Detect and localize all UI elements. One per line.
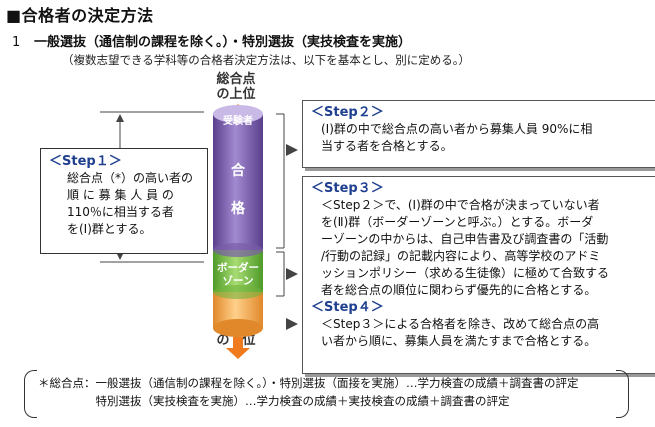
footnote-right-bracket	[616, 370, 629, 418]
step4-body: ＜Step３＞による合格者を除き、改めて総合点の高 い者から順に、募集人員を満た…	[321, 317, 600, 348]
step3-body: ＜Step２＞で、(Ⅰ)群の中で合格が決まっていない者 を(Ⅱ)群（ボーダーゾー…	[321, 198, 610, 297]
step1-heading: ＜Step１＞	[49, 154, 122, 169]
footnote: ＊総合点：一般選抜（通信制の課程を除く。）・特別選抜（面接を実施）…学力検査の成…	[24, 370, 629, 418]
step2-heading: ＜Step２＞	[311, 105, 384, 120]
pass-label-1: 合	[231, 163, 245, 179]
section-title: 一般選抜（通信制の課程を除く。）・特別選抜（実技検査を実施）	[34, 35, 412, 50]
applicant-cylinder	[213, 105, 263, 337]
step2-box: ＜Step２＞ (Ⅰ)群の中で総合点の高い者から募集人員 90%に相 当する者を…	[302, 100, 655, 168]
border-zone-label: ボーダー ゾーン	[217, 262, 259, 287]
step1-body: 総合点（*）の高い者の 順 に 募 集 人 員 の 110％に相当する者 を(Ⅰ…	[67, 171, 194, 236]
section-number: 1	[12, 35, 21, 50]
step3-heading: ＜Step３＞	[311, 181, 384, 196]
top-rank-label: 総合点 の上位	[216, 72, 256, 102]
step3-step4-box: ＜Step３＞ ＜Step２＞で、(Ⅰ)群の中で合格が決まっていない者 を(Ⅱ)…	[302, 176, 655, 374]
step4-heading: ＜Step４＞	[311, 300, 384, 315]
cylinder-cap-label: 受験者	[223, 116, 253, 127]
down-arrow-icon	[226, 337, 250, 359]
pass-label-2: 格	[231, 201, 245, 217]
section-heading: 1 一般選抜（通信制の課程を除く。）・特別選抜（実技検査を実施）	[12, 31, 411, 50]
note-text: （複数志望できる学科等の合格者決定方法は、以下を基本とし、別に定める。）	[62, 53, 471, 67]
footnote-left-bracket	[24, 370, 37, 418]
page-title: ■合格者の決定方法	[6, 6, 154, 25]
footnote-text: ＊総合点：一般選抜（通信制の課程を除く。）・特別選抜（面接を実施）…学力検査の成…	[38, 376, 579, 408]
right-brackets	[276, 113, 298, 330]
step1-box: ＜Step１＞ 総合点（*）の高い者の 順 に 募 集 人 員 の 110％に相…	[40, 148, 208, 254]
step2-body: (Ⅰ)群の中で総合点の高い者から募集人員 90%に相 当する者を合格とする。	[321, 122, 593, 153]
